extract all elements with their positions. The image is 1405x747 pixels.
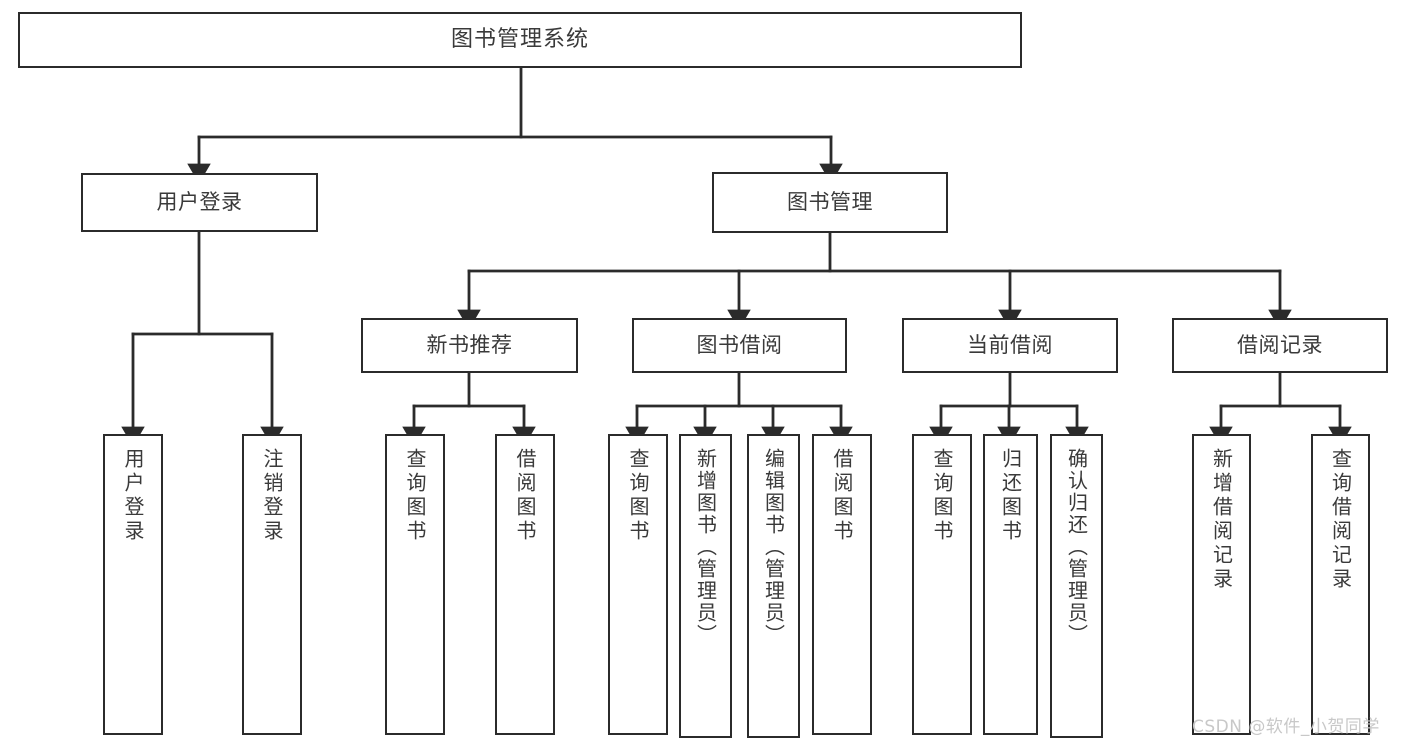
node-leaf-query-book-c-label: 查询图书 [930, 448, 954, 544]
watermark-text: CSDN @软件_小贺同学 [1192, 717, 1380, 737]
node-leaf-logout[interactable]: 注销登录 [242, 434, 302, 735]
node-book-manage-label: 图书管理 [787, 190, 873, 215]
node-leaf-add-book-label: 新增图书（管理员） [693, 448, 718, 646]
node-book-manage[interactable]: 图书管理 [712, 172, 948, 233]
node-leaf-return-book[interactable]: 归还图书 [983, 434, 1038, 735]
node-leaf-logout-label: 注销登录 [260, 448, 284, 544]
node-leaf-borrow-book-a[interactable]: 借阅图书 [495, 434, 555, 735]
node-leaf-borrow-book-a-label: 借阅图书 [513, 448, 537, 544]
node-leaf-query-book-a[interactable]: 查询图书 [385, 434, 445, 735]
node-leaf-user-login[interactable]: 用户登录 [103, 434, 163, 735]
node-user-login-label: 用户登录 [156, 190, 243, 215]
node-leaf-add-record-label: 新增借阅记录 [1209, 448, 1234, 592]
node-borrow-record-label: 借阅记录 [1237, 333, 1323, 358]
node-book-borrow-label: 图书借阅 [696, 333, 783, 358]
node-current-borrow[interactable]: 当前借阅 [902, 318, 1118, 373]
node-leaf-query-record[interactable]: 查询借阅记录 [1311, 434, 1370, 735]
node-borrow-record[interactable]: 借阅记录 [1172, 318, 1388, 373]
node-leaf-user-login-label: 用户登录 [121, 448, 145, 544]
node-leaf-edit-book[interactable]: 编辑图书（管理员） [747, 434, 800, 738]
node-new-book-rec[interactable]: 新书推荐 [361, 318, 578, 373]
node-leaf-query-book-a-label: 查询图书 [403, 448, 427, 544]
node-user-login[interactable]: 用户登录 [81, 173, 318, 232]
node-new-book-rec-label: 新书推荐 [426, 333, 513, 358]
node-leaf-query-record-label: 查询借阅记录 [1328, 448, 1353, 592]
node-leaf-confirm-return[interactable]: 确认归还（管理员） [1050, 434, 1103, 738]
node-leaf-borrow-book-b[interactable]: 借阅图书 [812, 434, 872, 735]
node-leaf-borrow-book-b-label: 借阅图书 [830, 448, 854, 544]
node-leaf-query-book-c[interactable]: 查询图书 [912, 434, 972, 735]
node-book-borrow[interactable]: 图书借阅 [632, 318, 847, 373]
node-leaf-add-book[interactable]: 新增图书（管理员） [679, 434, 732, 738]
node-root[interactable]: 图书管理系统 [18, 12, 1022, 68]
node-leaf-add-record[interactable]: 新增借阅记录 [1192, 434, 1251, 735]
node-leaf-return-book-label: 归还图书 [998, 448, 1023, 544]
node-current-borrow-label: 当前借阅 [967, 333, 1053, 358]
node-leaf-query-book-b[interactable]: 查询图书 [608, 434, 668, 735]
node-leaf-query-book-b-label: 查询图书 [626, 448, 650, 544]
node-leaf-edit-book-label: 编辑图书（管理员） [761, 448, 786, 646]
node-root-label: 图书管理系统 [450, 27, 589, 53]
node-leaf-confirm-return-label: 确认归还（管理员） [1064, 448, 1089, 646]
